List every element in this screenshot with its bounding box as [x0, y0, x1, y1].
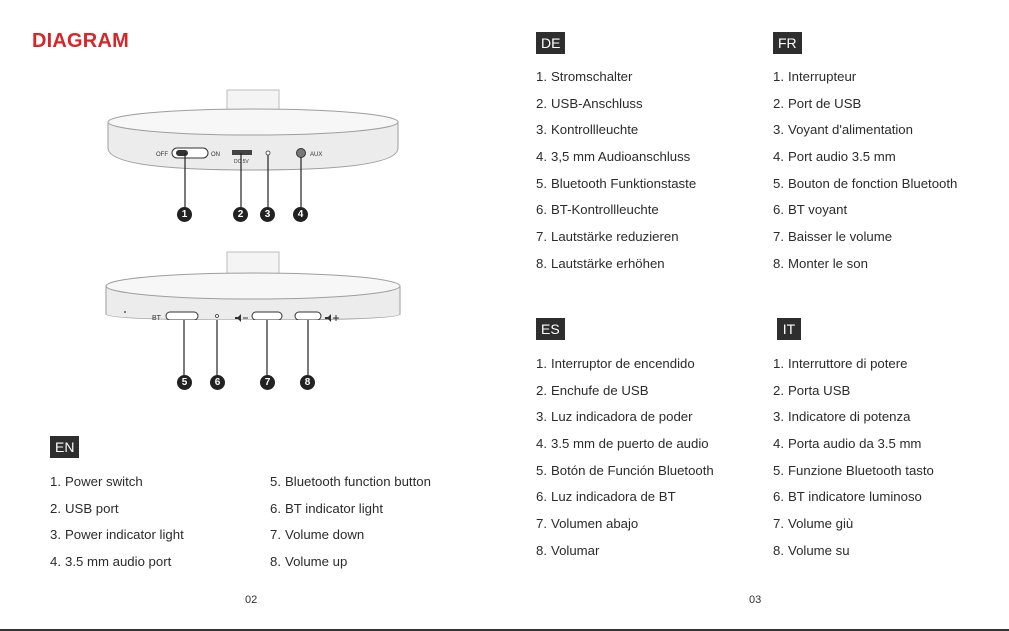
lang-badge-de: DE	[536, 32, 566, 54]
list-item: 4.3.5 mm audio port	[50, 554, 172, 570]
list-item: 7.Baisser le volume	[773, 229, 893, 245]
volume-up-button	[294, 311, 322, 320]
list-item: 6.BT indicator light	[270, 500, 383, 516]
list-item: 7.Volumen abajo	[536, 516, 639, 532]
volume-up-icon	[325, 314, 331, 322]
list-item: 1.Stromschalter	[536, 69, 633, 84]
callout-1: 1	[177, 207, 192, 222]
list-item: 2.Enchufe de USB	[536, 382, 649, 398]
callout-4: 4	[293, 207, 308, 222]
list-item: 3.Luz indicadora de poder	[536, 409, 693, 425]
list-item: 5.Botón de Función Bluetooth	[536, 462, 714, 478]
list-item: 3.Indicatore di potenza	[773, 409, 911, 425]
page-title: DIAGRAM	[32, 30, 129, 52]
list-item: 3.Voyant d'alimentation	[773, 122, 913, 138]
list-item: 2.USB-Anschluss	[536, 95, 643, 111]
device-diagram: OFF ON DC 5V AUX BT	[105, 89, 401, 320]
list-item: 6.BT voyant	[773, 202, 848, 218]
list-de: 1.Stromschalter 2.USB-Anschluss 3.Kontro…	[536, 64, 696, 278]
list-item: 8.Monter le son	[773, 255, 868, 271]
list-item: 4.Port audio 3.5 mm	[773, 149, 896, 165]
lang-badge-en: EN	[50, 436, 80, 458]
list-item: 8.Volumar	[536, 542, 600, 558]
usb-port	[232, 150, 252, 155]
list-item: 6.Luz indicadora de BT	[536, 489, 676, 505]
callout-6: 6	[210, 375, 225, 390]
list-en-1: 1.Power switch 2.USB port 3.Power indica…	[50, 469, 184, 576]
aux-label: AUX	[310, 152, 322, 158]
list-item: 5.Funzione Bluetooth tasto	[773, 462, 934, 478]
list-item: 2.USB port	[50, 500, 119, 516]
page-number-right: 03	[749, 594, 762, 606]
list-item: 7.Lautstärke reduzieren	[536, 229, 679, 245]
device-bottom-view: BT	[105, 251, 401, 320]
list-item: 1.Interrupteur	[773, 69, 857, 84]
bottom-divider	[0, 629, 1009, 631]
list-item: 4.3.5 mm de puerto de audio	[536, 436, 709, 452]
list-en-2: 5.Bluetooth function button 6.BT indicat…	[270, 469, 431, 576]
callout-3: 3	[260, 207, 275, 222]
list-fr: 1.Interrupteur 2.Port de USB 3.Voyant d'…	[773, 64, 957, 278]
page-number-left: 02	[245, 594, 258, 606]
callout-5: 5	[177, 375, 192, 390]
dc-label: DC 5V	[234, 159, 249, 165]
device-bottom-detail	[183, 314, 339, 375]
on-label: ON	[211, 152, 220, 158]
lang-badge-es: ES	[536, 318, 565, 340]
list-item: 3.Kontrollleuchte	[536, 122, 639, 138]
list-item: 1.Power switch	[50, 474, 143, 489]
volume-down-icon	[235, 314, 241, 322]
power-switch-knob	[176, 150, 188, 156]
callout-8: 8	[300, 375, 315, 390]
callout-7: 7	[260, 375, 275, 390]
device-top-view: OFF ON DC 5V AUX	[107, 89, 399, 207]
aux-port	[296, 148, 306, 158]
power-indicator	[265, 150, 271, 156]
list-item: 5.Bluetooth function button	[270, 474, 431, 489]
list-item: 8.Volume su	[773, 542, 850, 558]
list-item: 5.Bouton de fonction Bluetooth	[773, 175, 958, 191]
callout-2: 2	[233, 207, 248, 222]
bt-label: BT	[152, 315, 162, 320]
list-it: 1.Interruttore di potere 2.Porta USB 3.I…	[773, 351, 934, 565]
lang-badge-it: IT	[777, 318, 801, 340]
bt-indicator	[215, 314, 219, 318]
list-item: 2.Port de USB	[773, 95, 862, 111]
list-item: 1.Interruttore di potere	[773, 356, 908, 371]
volume-down-button	[251, 311, 283, 320]
list-item: 6.BT-Kontrollleuchte	[536, 202, 659, 218]
list-es: 1.Interruptor de encendido 2.Enchufe de …	[536, 351, 714, 565]
list-item: 8.Volume up	[270, 554, 348, 570]
lang-badge-fr: FR	[773, 32, 802, 54]
list-item: 7.Volume giù	[773, 516, 854, 532]
list-item: 3.Power indicator light	[50, 527, 184, 543]
list-item: 5.Bluetooth Funktionstaste	[536, 175, 697, 191]
list-item: 4.3,5 mm Audioanschluss	[536, 149, 691, 165]
off-label: OFF	[156, 152, 168, 158]
list-item: 4.Porta audio da 3.5 mm	[773, 436, 922, 452]
bluetooth-button	[165, 311, 199, 320]
list-item: 6.BT indicatore luminoso	[773, 489, 922, 505]
list-item: 7.Volume down	[270, 527, 365, 543]
list-item: 2.Porta USB	[773, 382, 851, 398]
list-item: 1.Interruptor de encendido	[536, 356, 695, 371]
list-item: 8.Lautstärke erhöhen	[536, 255, 665, 271]
